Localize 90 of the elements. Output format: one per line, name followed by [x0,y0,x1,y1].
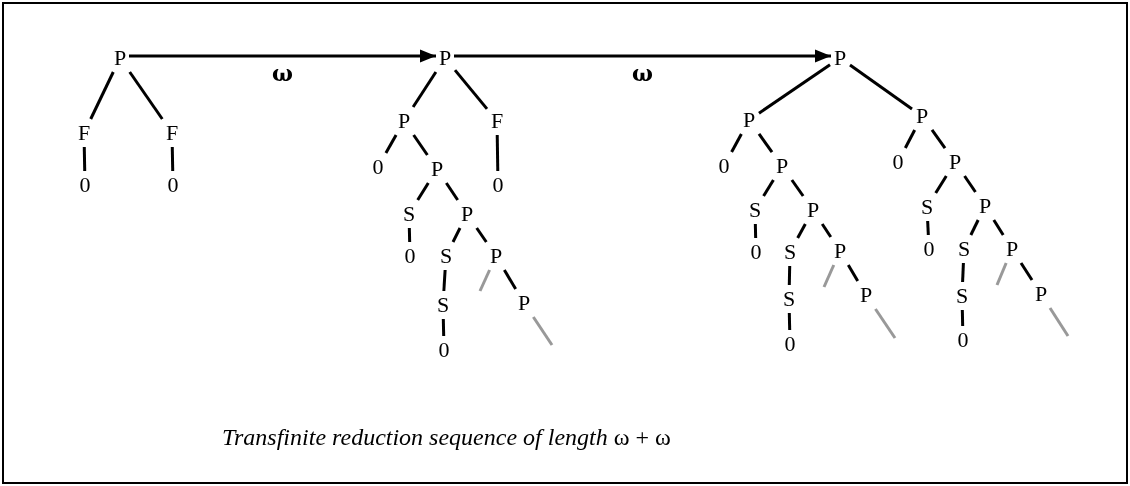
tree-branch [822,264,836,288]
tree-branch [170,146,175,172]
tree-symbol: 0 [920,236,938,262]
tree-branch [753,223,758,239]
tree-branch [762,179,775,197]
tree-symbol: S [434,292,452,318]
tree-symbol: P [831,238,849,264]
tree-symbol: S [781,239,799,265]
tree-symbol: 0 [489,172,507,198]
reduction-arrow [454,49,831,63]
tree-symbol: 0 [369,154,387,180]
tree-symbol: S [780,286,798,312]
tree-symbol: P [976,193,994,219]
tree-branch [1048,307,1070,337]
tree-symbol: P [740,107,758,133]
tree-symbol: S [955,236,973,262]
tree-symbol: P [487,243,505,269]
tree-symbol: 0 [747,239,765,265]
tree-branch [451,227,462,243]
tree-branch [416,182,430,201]
tree-branch [730,133,743,153]
caption: Transfinite reduction sequence of length ω + ω [222,424,671,451]
tree-branch [758,63,831,115]
tree-symbol: P [946,149,964,175]
tree-symbol: 0 [781,331,799,357]
tree-branch [787,312,792,331]
tree-symbol: P [831,45,849,71]
tree-symbol: F [163,120,181,146]
tree-branch [992,219,1005,236]
tree-branch [445,182,459,201]
tree-symbol: P [458,201,476,227]
tree-branch [787,265,792,286]
tree-symbol: S [437,243,455,269]
tree-branch [495,134,500,172]
tree-branch [407,227,412,243]
tree-branch [411,71,438,108]
tree-symbol: P [773,153,791,179]
tree-branch [796,223,807,239]
tree-branch [930,129,947,149]
tree-branch [128,71,164,120]
tree-symbol: P [1003,236,1021,262]
tree-branch [453,69,489,110]
tree-branch [89,71,115,120]
tree-symbol: P [436,45,454,71]
tree-branch [926,220,930,236]
tree-branch [532,316,554,346]
reduction-arrow [129,49,436,63]
tree-symbol: F [488,108,506,134]
tree-branch [478,269,491,292]
tree-branch [961,262,965,283]
tree-symbol: P [515,290,533,316]
tree-symbol: 0 [76,172,94,198]
tree-symbol: 0 [435,337,453,363]
tree-branch [995,262,1008,286]
tree-branch [384,134,398,154]
tree-symbol: 0 [164,172,182,198]
tree-symbol: P [1032,281,1050,307]
tree-symbol: S [918,194,936,220]
tree-symbol: S [400,201,418,227]
tree-branch [934,175,948,194]
tree-branch [441,318,446,337]
tree-branch [846,264,860,282]
tree-symbol: 0 [889,149,907,175]
tree-symbol: S [746,197,764,223]
tree-branch [1019,262,1034,281]
tree-branch [757,133,774,153]
tree-branch [503,269,517,290]
tree-branch [475,227,488,243]
tree-symbol: F [75,120,93,146]
tree-symbol: S [953,283,971,309]
tree-branch [442,269,447,292]
tree-symbol: 0 [954,327,972,353]
tree-branch [849,63,913,111]
tree-symbol: P [857,282,875,308]
tree-branch [82,146,87,172]
tree-symbol: P [395,108,413,134]
tree-branch [412,134,429,156]
tree-symbol: 0 [401,243,419,269]
tree-symbol: P [111,45,129,71]
tree-branch [874,308,897,339]
tree-branch [790,179,805,197]
tree-symbol: P [804,197,822,223]
tree-symbol: 0 [715,153,733,179]
tree-symbol: P [428,156,446,182]
tree-branch [963,175,977,193]
tree-branch [820,223,833,238]
tree-symbol: P [913,103,931,129]
tree-branch [969,219,980,236]
tree-branch [960,309,965,327]
tree-branch [903,129,917,149]
